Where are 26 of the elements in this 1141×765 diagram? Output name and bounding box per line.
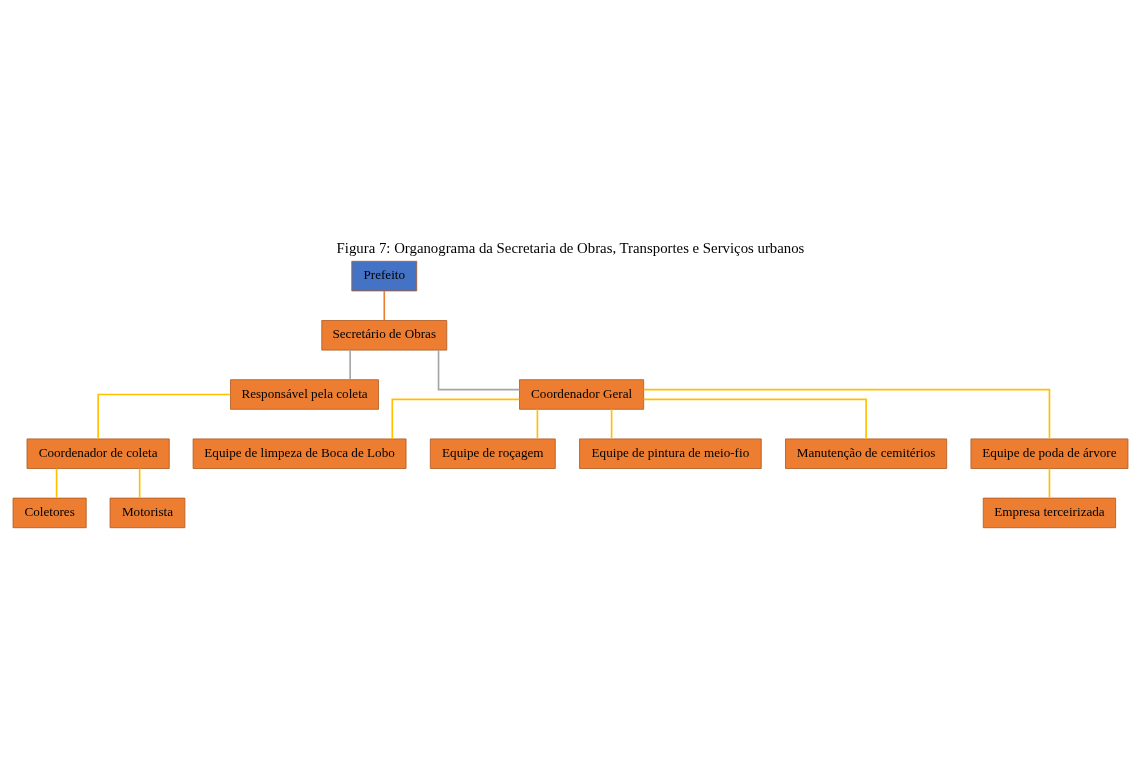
node-box: Coordenador Geral: [519, 378, 645, 410]
node-box: Coletores: [12, 497, 87, 528]
connector: [642, 388, 1051, 440]
connector: [391, 398, 521, 440]
connector: [610, 408, 613, 439]
node-box: Empresa terceirizada: [982, 497, 1117, 528]
node-box: Equipe de pintura de meio-fio: [579, 438, 762, 469]
connector: [383, 289, 386, 321]
node-box: Manutenção de cemitérios: [785, 438, 948, 469]
node-box: Motorista: [109, 497, 186, 528]
node-box: Responsável pela coleta: [230, 378, 379, 410]
node-box: Equipe de roçagem: [429, 438, 556, 469]
node-box: Equipe de poda de árvore: [970, 438, 1129, 469]
node-box: Prefeito: [351, 260, 418, 291]
node-box: Secretário de Obras: [321, 319, 448, 351]
connector: [97, 393, 232, 440]
node-box: Coordenador de coleta: [26, 438, 170, 469]
connector: [437, 348, 521, 390]
connector: [642, 398, 867, 440]
diagram-title: Figura 7: Organograma da Secretaria de Obras, Transportes e Serviços urbanos: [336, 239, 805, 256]
connector: [349, 348, 351, 380]
node-box: Equipe de limpeza de Boca de Lobo: [192, 438, 407, 469]
connector: [1048, 467, 1051, 499]
connector: [55, 467, 58, 499]
connector: [536, 408, 539, 439]
connector: [138, 467, 141, 499]
